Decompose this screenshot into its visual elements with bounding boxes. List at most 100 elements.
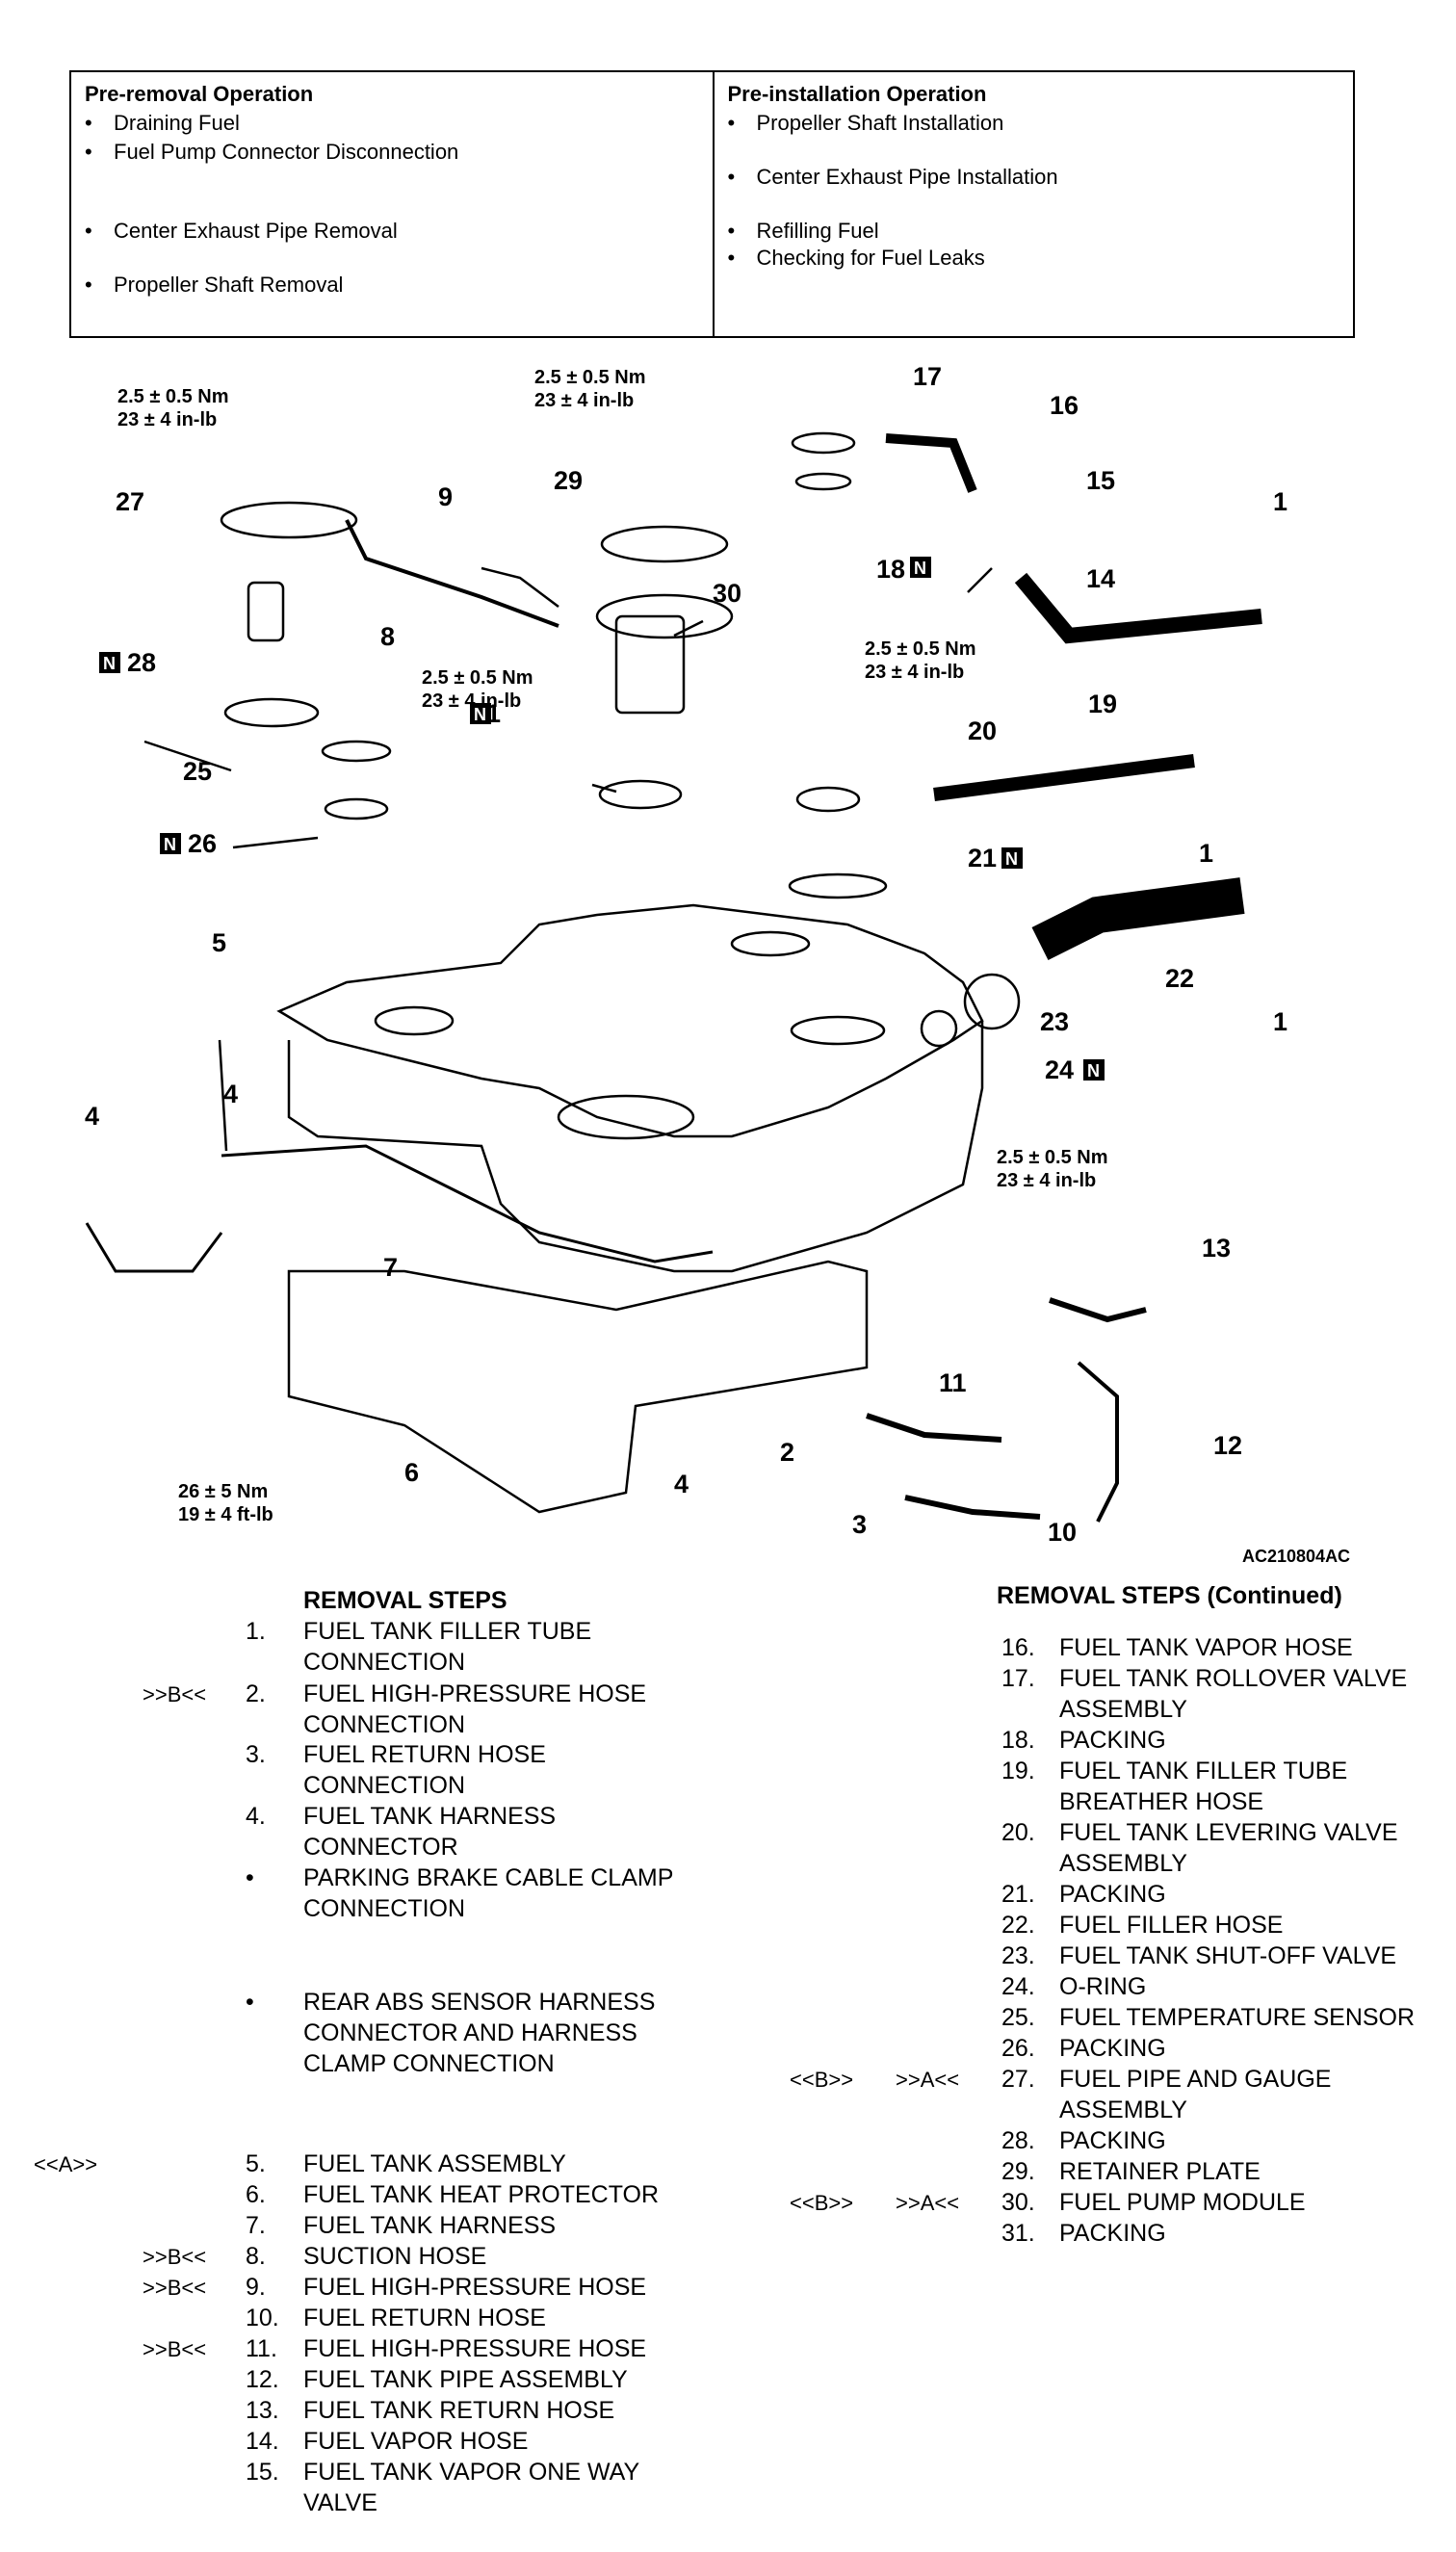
torque-nm: 2.5 ± 0.5 Nm (534, 367, 645, 388)
step-number: 8. (246, 2243, 266, 2270)
step-number: 3. (246, 1741, 266, 1768)
callout-14: 14 (1086, 564, 1115, 593)
step-number: 18. (1001, 1727, 1035, 1754)
step-text: FUEL HIGH-PRESSURE HOSE (303, 2274, 647, 2301)
step-procedure-mark: >>B<< (143, 2276, 207, 2300)
step-text: FUEL HIGH-PRESSURE HOSE (303, 1680, 647, 1707)
step-number: 1. (246, 1618, 266, 1645)
step-number: 4. (246, 1803, 266, 1830)
callout-25: 25 (183, 757, 212, 786)
callout-10: 10 (1048, 1518, 1077, 1547)
step-text: FUEL PIPE AND GAUGE (1059, 2066, 1332, 2093)
callout-30: 30 (713, 579, 741, 608)
pre-installation-item: •Propeller Shaft Installation (727, 111, 1004, 135)
step-number: 5. (246, 2150, 266, 2177)
callout-1b: 1 (1199, 839, 1213, 868)
callout-19: 19 (1088, 690, 1117, 718)
step-text: PACKING (1059, 1881, 1166, 1908)
torque-inlb: 23 ± 4 in-lb (117, 409, 217, 430)
callout-18: 18 (876, 555, 905, 584)
callout-27: 27 (116, 487, 144, 516)
callout-12: 12 (1213, 1431, 1242, 1460)
step-text: PACKING (1059, 2127, 1166, 2154)
step-procedure-mark: >>A<< (896, 2068, 960, 2092)
callout-4b: 4 (223, 1080, 238, 1108)
callout-1c: 1 (1273, 1007, 1287, 1036)
step-text: RETAINER PLATE (1059, 2158, 1261, 2185)
step-text: FUEL TANK PIPE ASSEMBLY (303, 2366, 628, 2393)
torque-inlb: 23 ± 4 in-lb (997, 1170, 1096, 1191)
callout-24: 24 (1045, 1055, 1074, 1084)
callout-17: 17 (913, 362, 942, 391)
callout-labels: 27 9 29 8 30 17 16 15 14 18 1 19 20 1 21… (85, 362, 1287, 1547)
step-text: PACKING (1059, 2220, 1166, 2247)
n-marks: N N N N N N (99, 557, 1105, 1081)
step-number: 2. (246, 1680, 266, 1707)
pre-removal-item: •Fuel Pump Connector Disconnection (85, 140, 459, 164)
callout-16: 16 (1050, 391, 1079, 420)
step-text: FUEL TANK FILLER TUBE (303, 1618, 592, 1645)
step-number: 12. (246, 2366, 279, 2393)
pre-removal-title: Pre-removal Operation (85, 82, 314, 106)
torque-nm: 2.5 ± 0.5 Nm (117, 386, 228, 407)
step-number: 29. (1001, 2158, 1035, 2185)
step-number: 26. (1001, 2035, 1035, 2062)
callout-4c: 4 (674, 1470, 689, 1498)
step-text: FUEL TANK LEVERING VALVE (1059, 1819, 1398, 1846)
n-mark: N (103, 654, 116, 673)
step-text: FUEL VAPOR HOSE (303, 2428, 529, 2455)
step-number: 21. (1001, 1881, 1035, 1908)
step-number: 9. (246, 2274, 266, 2301)
callout-11: 11 (939, 1368, 967, 1397)
step-number: 14. (246, 2428, 279, 2455)
torque-labels: 2.5 ± 0.5 Nm 23 ± 4 in-lb 2.5 ± 0.5 Nm 2… (117, 367, 1107, 1525)
step-text: FUEL TEMPERATURE SENSOR (1059, 2004, 1416, 2031)
removal-steps-title: REMOVAL STEPS (303, 1587, 507, 1614)
step-text: O-RING (1059, 1973, 1147, 2000)
step-number: • (246, 1989, 254, 2016)
callout-8: 8 (380, 622, 395, 651)
pre-removal-column: Pre-removal Operation •Draining Fuel •Fu… (71, 72, 713, 336)
heat-protector (287, 1260, 869, 1514)
n-mark: N (1087, 1061, 1100, 1081)
n-mark: N (1005, 849, 1018, 869)
step-number: 31. (1001, 2220, 1035, 2247)
callout-15: 15 (1086, 466, 1115, 495)
step-text: FUEL TANK HARNESS (303, 1803, 557, 1830)
tank-lower (287, 1021, 984, 1273)
step-number: 17. (1001, 1665, 1035, 1692)
diagram-line-art (85, 431, 1262, 1523)
torque-inlb: 23 ± 4 in-lb (534, 390, 634, 411)
step-text: FUEL TANK VAPOR ONE WAY (303, 2459, 640, 2486)
step-number: 27. (1001, 2066, 1035, 2093)
step-number: 28. (1001, 2127, 1035, 2154)
step-number: 10. (246, 2305, 279, 2331)
callout-26: 26 (188, 829, 217, 858)
step-text: CONNECTION (303, 1895, 466, 1922)
step-text: BREATHER HOSE (1059, 1788, 1264, 1815)
step-text: ASSEMBLY (1059, 1850, 1187, 1877)
callout-6: 6 (404, 1458, 419, 1487)
step-text: VALVE (303, 2489, 377, 2516)
step-procedure-mark: <<A>> (34, 2152, 98, 2176)
step-number: 6. (246, 2181, 266, 2208)
pre-installation-item: •Center Exhaust Pipe Installation (727, 165, 1058, 189)
step-number: 20. (1001, 1819, 1035, 1846)
torque-nm: 2.5 ± 0.5 Nm (865, 638, 975, 660)
callout-7: 7 (383, 1253, 398, 1282)
n-mark: N (914, 559, 926, 578)
callout-28: 28 (127, 648, 156, 677)
callout-23: 23 (1040, 1007, 1069, 1036)
pre-installation-column: Pre-installation Operation •Propeller Sh… (712, 72, 1354, 336)
step-number: 7. (246, 2212, 266, 2239)
step-text: FUEL HIGH-PRESSURE HOSE (303, 2335, 647, 2362)
step-text: CONNECTION (303, 1649, 466, 1676)
torque-nm: 2.5 ± 0.5 Nm (422, 667, 533, 689)
step-number: 15. (246, 2459, 279, 2486)
step-text: FUEL TANK VAPOR HOSE (1059, 1634, 1353, 1661)
pre-removal-item: •Draining Fuel (85, 111, 240, 135)
step-text: SUCTION HOSE (303, 2243, 487, 2270)
step-procedure-mark: >>B<< (143, 1682, 207, 1706)
fuel-tank-exploded-diagram: 27 9 29 8 30 17 16 15 14 18 1 19 20 1 21… (85, 362, 1350, 1566)
torque-ftlb-19: 19 ± 4 ft-lb (178, 1504, 273, 1525)
